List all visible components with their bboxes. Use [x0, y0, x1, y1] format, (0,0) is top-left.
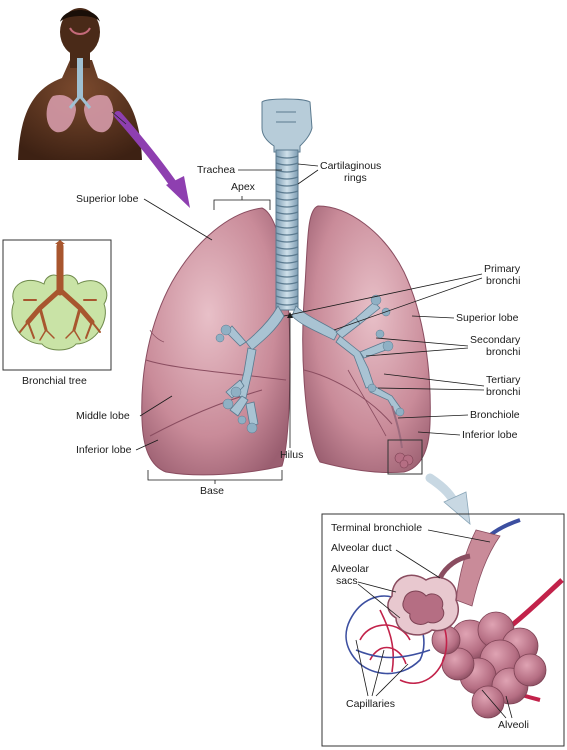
label-secondary-bronchi-1: Secondary: [470, 334, 521, 346]
cartilage-ring: [275, 197, 299, 201]
cartilage-ring: [275, 260, 299, 264]
label-secondary-bronchi-2: bronchi: [486, 346, 520, 358]
cartilage-ring: [275, 246, 299, 250]
label-tertiary-bronchi-1: Tertiary: [486, 374, 521, 386]
cartilage-ring: [275, 218, 299, 222]
cartilage-ring: [275, 274, 299, 278]
label-superior-lobe-left: Superior lobe: [76, 193, 139, 205]
label-inferior-lobe-right: Inferior lobe: [462, 429, 518, 441]
label-alveolar-sacs-2: sacs: [336, 575, 358, 587]
cartilage-ring: [275, 302, 299, 306]
zoom-box-small: [387, 439, 423, 475]
label-alveolar-duct: Alveolar duct: [331, 542, 392, 554]
label-terminal-bronchiole: Terminal bronchiole: [331, 522, 422, 534]
apex-bracket: [213, 196, 271, 210]
cartilage-ring: [275, 211, 299, 215]
label-superior-lobe-right: Superior lobe: [456, 312, 519, 324]
trachea-and-bronchi: [215, 98, 405, 434]
cartilage-ring: [275, 239, 299, 243]
label-primary-bronchi-1: Primary: [484, 263, 521, 275]
label-middle-lobe: Middle lobe: [76, 410, 130, 422]
label-capillaries: Capillaries: [346, 698, 395, 710]
zoom-arrow-blue: [425, 473, 471, 525]
cartilage-ring: [275, 183, 299, 187]
bronchial-tree-inset: [2, 239, 112, 371]
cartilage-ring: [275, 232, 299, 236]
label-cartilaginous-rings-1: Cartilaginous: [320, 160, 381, 172]
label-bronchiole: Bronchiole: [470, 409, 520, 421]
label-hilus: Hilus: [280, 449, 303, 461]
cartilage-ring: [275, 295, 299, 299]
label-tertiary-bronchi-2: bronchi: [486, 386, 520, 398]
label-bronchial-tree: Bronchial tree: [22, 375, 87, 387]
base-bracket: [147, 470, 283, 484]
cartilage-ring: [275, 281, 299, 285]
cartilage-ring: [275, 155, 299, 159]
label-alveolar-sacs-1: Alveolar: [331, 563, 369, 575]
small-alveoli-cluster: [394, 452, 414, 469]
right-lung-left-side-of-image: [302, 205, 431, 473]
cartilage-ring: [275, 288, 299, 292]
cartilage-ring: [275, 162, 299, 166]
label-alveoli: Alveoli: [498, 719, 529, 731]
zoom-arrow-purple: [111, 111, 190, 208]
cartilage-ring: [275, 204, 299, 208]
cartilage-ring: [275, 253, 299, 257]
label-cartilaginous-rings-2: rings: [344, 172, 367, 184]
label-base: Base: [200, 485, 224, 497]
human-torso-figure: [18, 8, 142, 160]
cartilage-ring: [275, 267, 299, 271]
alveoli-inset: [321, 513, 565, 747]
bronchiole-tube: [391, 405, 403, 449]
label-inferior-lobe-left: Inferior lobe: [76, 444, 132, 456]
cartilage-ring: [275, 176, 299, 180]
cartilage-ring: [275, 169, 299, 173]
cartilage-ring: [275, 190, 299, 194]
label-trachea: Trachea: [197, 164, 235, 176]
label-apex: Apex: [231, 181, 256, 193]
label-primary-bronchi-2: bronchi: [486, 275, 520, 287]
left-lung-right-side-of-image: [141, 207, 291, 476]
cartilage-ring: [275, 225, 299, 229]
